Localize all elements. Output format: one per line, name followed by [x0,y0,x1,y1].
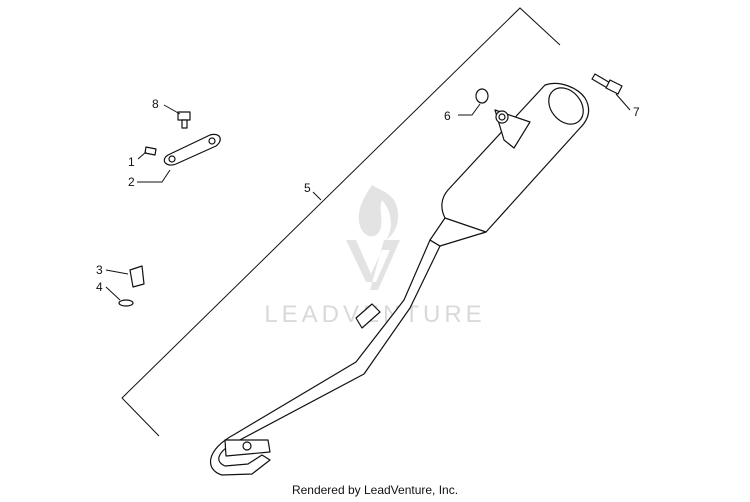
callout-2[interactable]: 2 [128,175,135,189]
rendered-by-footer: Rendered by LeadVenture, Inc. [291,483,459,497]
muffler [429,82,590,247]
part-4-clip [118,299,134,307]
leader-5 [312,191,322,201]
part-2-bracket [163,133,221,166]
part-6-grommets [475,88,509,124]
leader-lines [105,93,631,301]
callout-8[interactable]: 8 [152,97,159,111]
v-logo-icon [346,240,400,290]
part-1-bolt [144,146,157,156]
callout-7[interactable]: 7 [633,105,640,119]
part-3-sleeve [129,265,145,288]
exhaust-pipe [209,221,463,476]
flame-logo-icon [358,185,399,240]
callout-6[interactable]: 6 [444,109,451,123]
callout-3[interactable]: 3 [96,263,103,277]
callout-5[interactable]: 5 [304,181,311,195]
part-8-bolt [177,111,191,129]
callout-4[interactable]: 4 [96,280,103,294]
assembly-bracket-line [121,7,561,437]
part-7-bolt [591,73,623,95]
callout-1[interactable]: 1 [128,155,135,169]
